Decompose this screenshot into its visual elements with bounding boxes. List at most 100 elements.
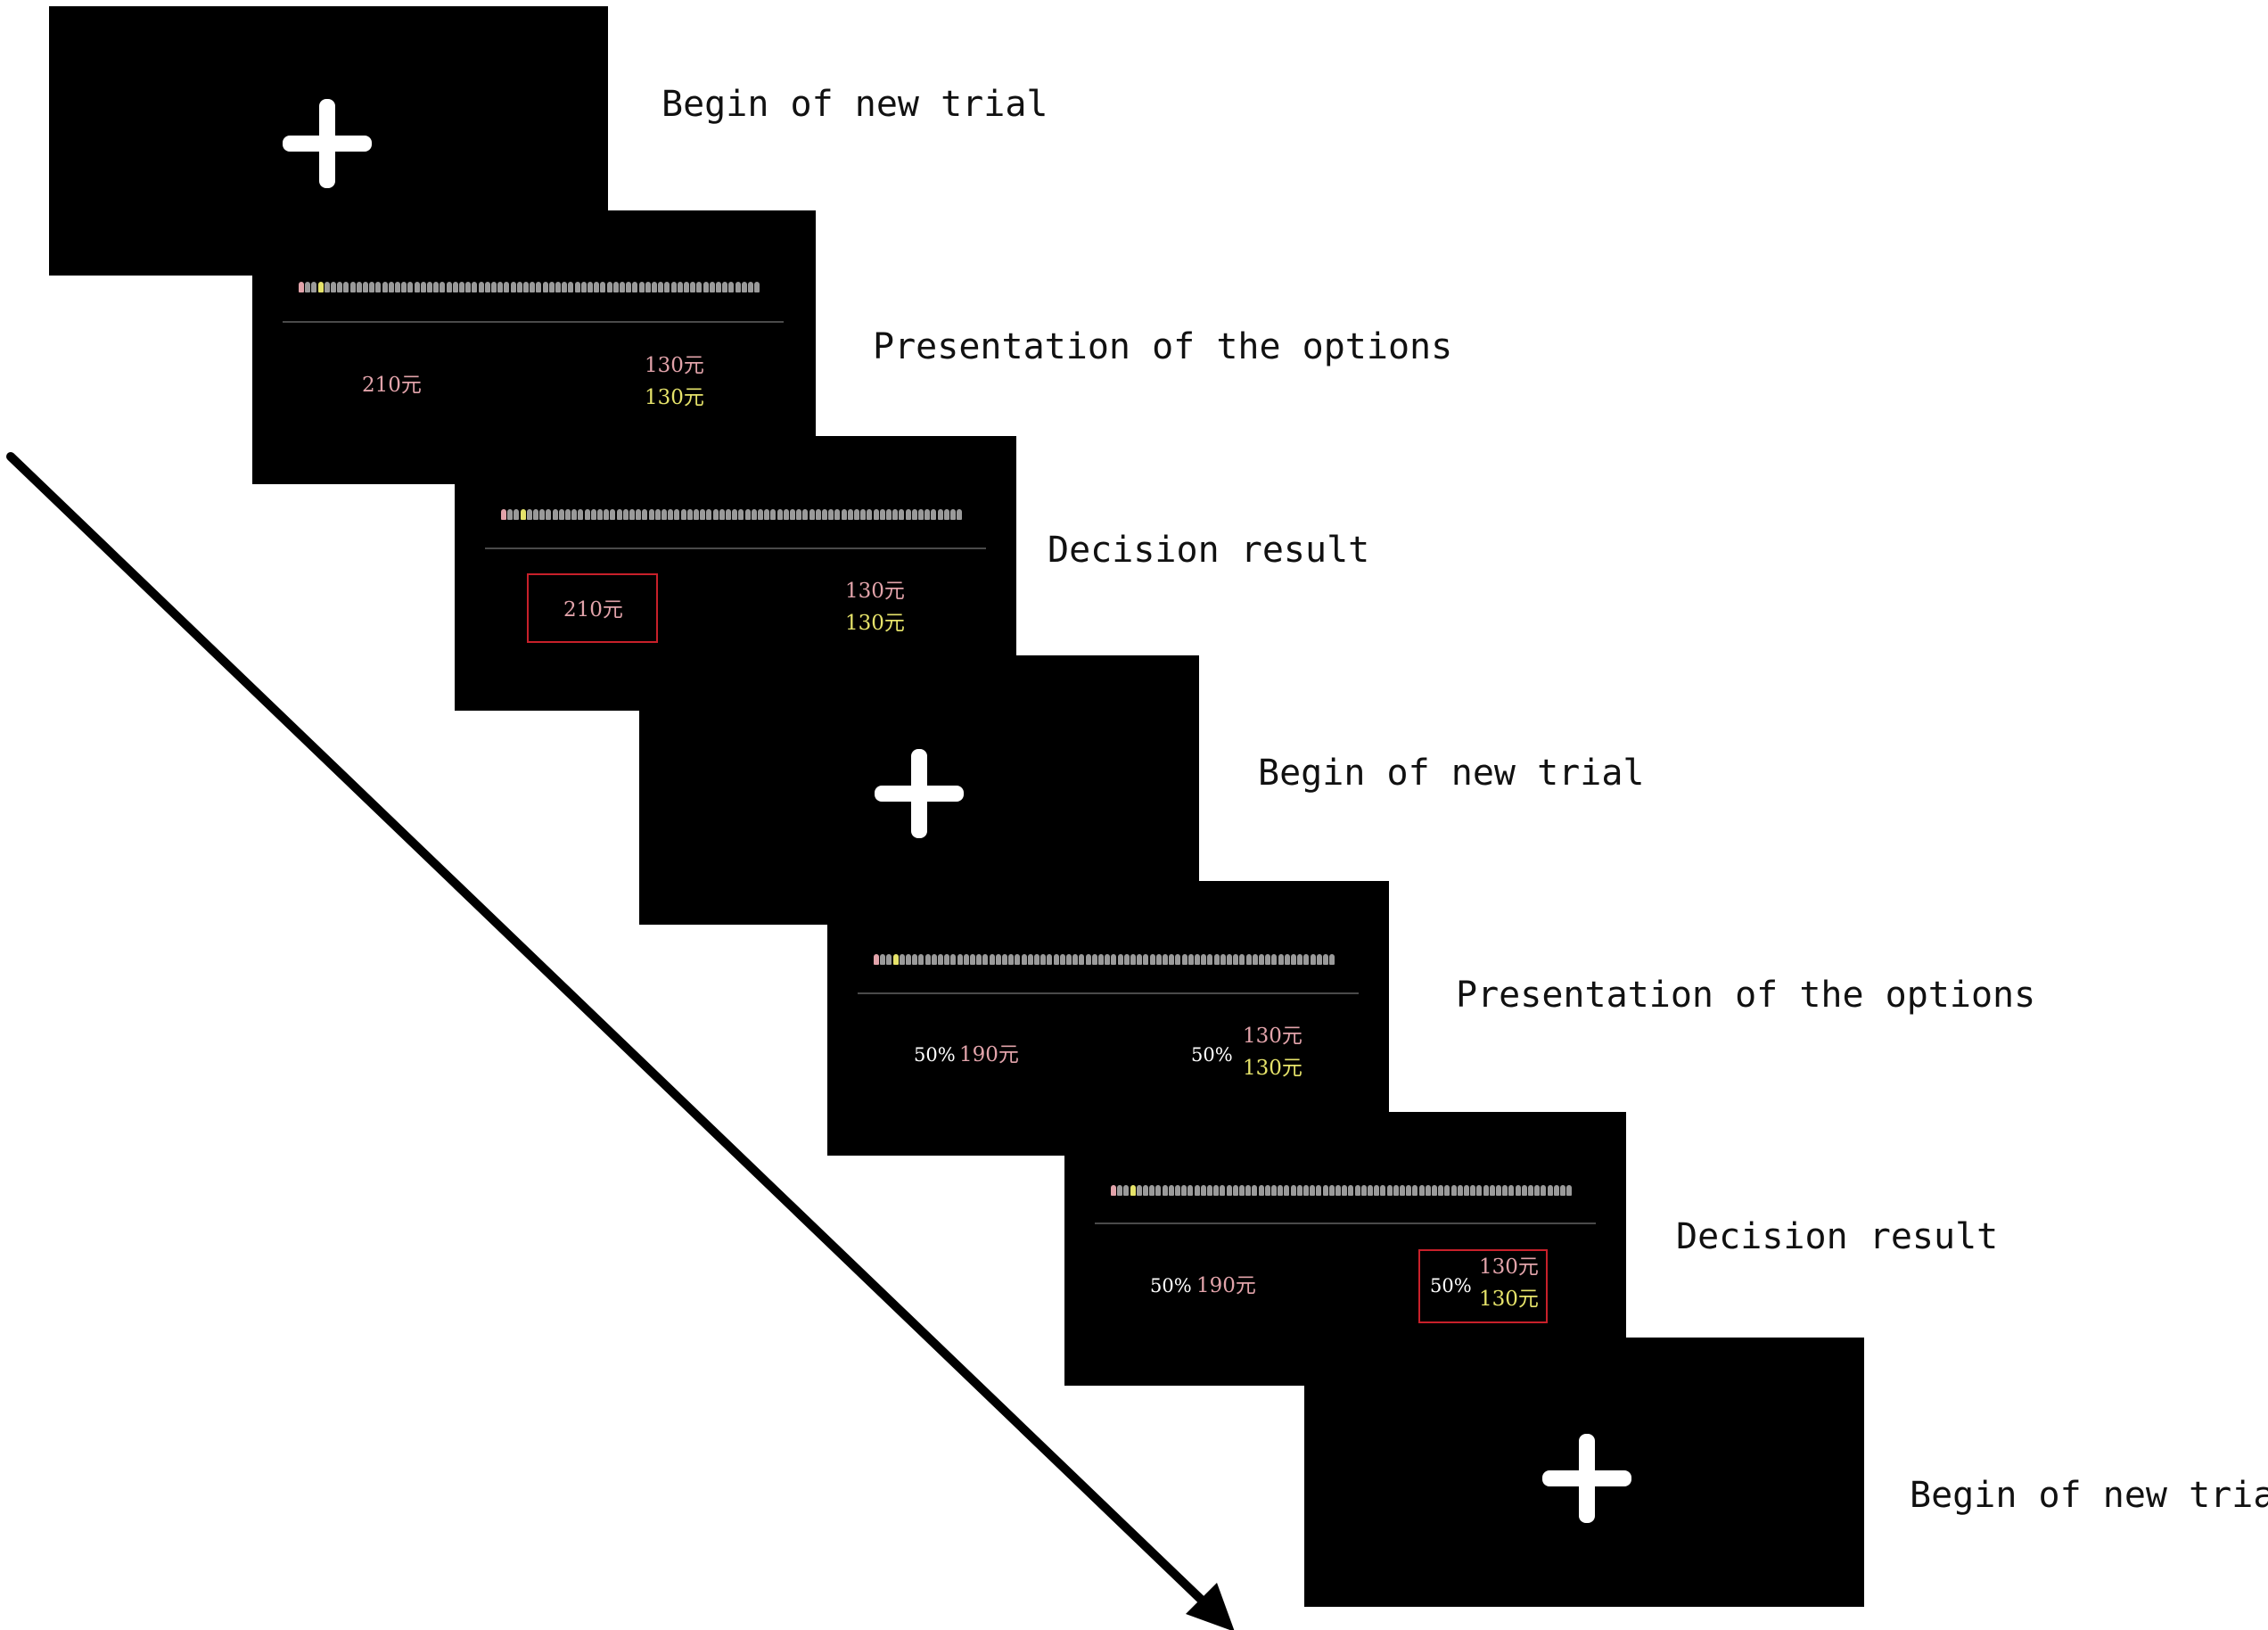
token-row bbox=[299, 282, 767, 292]
token-marker bbox=[738, 509, 744, 520]
token-marker bbox=[1220, 1185, 1226, 1196]
token-marker bbox=[590, 509, 596, 520]
token-marker bbox=[507, 509, 514, 520]
token-marker bbox=[809, 509, 815, 520]
token-marker bbox=[382, 282, 388, 292]
token-marker bbox=[1194, 1185, 1200, 1196]
label-decision-2: Decision result bbox=[1676, 1216, 1999, 1257]
token-marker bbox=[1137, 954, 1143, 965]
token-marker bbox=[995, 954, 1001, 965]
token-marker bbox=[472, 282, 478, 292]
token-marker bbox=[662, 509, 667, 520]
token-marker bbox=[1412, 1185, 1418, 1196]
token-marker bbox=[539, 509, 546, 520]
token-marker bbox=[452, 282, 458, 292]
token-marker bbox=[931, 954, 937, 965]
token-marker bbox=[722, 282, 728, 292]
token-marker bbox=[1534, 1185, 1541, 1196]
token-marker bbox=[414, 282, 420, 292]
divider-line bbox=[858, 992, 1359, 994]
token-marker bbox=[1310, 1185, 1316, 1196]
label-begin-1: Begin of new trial bbox=[662, 84, 1048, 125]
token-marker bbox=[1136, 1185, 1142, 1196]
token-marker bbox=[1187, 1185, 1194, 1196]
token-marker bbox=[632, 282, 638, 292]
token-marker bbox=[626, 282, 632, 292]
token-marker bbox=[1213, 954, 1220, 965]
token-marker bbox=[1271, 954, 1278, 965]
token-marker bbox=[735, 282, 741, 292]
token-marker bbox=[343, 282, 349, 292]
token-marker bbox=[514, 509, 520, 520]
token-marker bbox=[709, 282, 715, 292]
token-marker bbox=[982, 954, 989, 965]
token-marker bbox=[1105, 954, 1111, 965]
token-marker bbox=[1117, 954, 1123, 965]
token-marker bbox=[1163, 954, 1168, 965]
token-marker bbox=[924, 509, 931, 520]
token-row bbox=[874, 954, 1339, 965]
token-marker bbox=[1207, 954, 1213, 965]
token-marker bbox=[783, 509, 789, 520]
right-option-amount-bottom: 130元 bbox=[645, 386, 704, 409]
token-marker bbox=[690, 282, 696, 292]
token-marker bbox=[1259, 954, 1264, 965]
token-marker bbox=[1470, 1185, 1476, 1196]
token-marker bbox=[1290, 1185, 1296, 1196]
token-marker bbox=[1175, 954, 1181, 965]
right-option-amount-top: 130元 bbox=[1479, 1255, 1539, 1279]
token-marker bbox=[1207, 1185, 1212, 1196]
token-marker bbox=[1181, 954, 1187, 965]
token-marker bbox=[670, 282, 677, 292]
token-marker bbox=[924, 954, 931, 965]
token-marker bbox=[937, 509, 943, 520]
token-marker bbox=[645, 282, 651, 292]
token-marker bbox=[1155, 1185, 1162, 1196]
token-marker bbox=[584, 509, 590, 520]
token-marker bbox=[1316, 1185, 1322, 1196]
token-marker bbox=[1278, 1185, 1284, 1196]
token-marker bbox=[546, 509, 552, 520]
right-option-amount-top: 130元 bbox=[645, 354, 704, 377]
token-marker bbox=[728, 282, 735, 292]
right-option-amount-bottom: 130元 bbox=[845, 612, 905, 635]
token-marker bbox=[536, 282, 542, 292]
token-marker bbox=[892, 954, 899, 965]
token-marker bbox=[1322, 1185, 1328, 1196]
token-marker bbox=[440, 282, 446, 292]
right-option-amount-bottom: 130元 bbox=[1479, 1288, 1539, 1311]
left-option-amount: 210元 bbox=[362, 374, 422, 397]
token-marker bbox=[754, 282, 760, 292]
token-marker bbox=[501, 509, 506, 520]
token-marker bbox=[1297, 954, 1303, 965]
token-marker bbox=[1098, 954, 1104, 965]
token-row bbox=[501, 509, 966, 520]
token-marker bbox=[530, 282, 536, 292]
token-marker bbox=[1335, 1185, 1341, 1196]
token-marker bbox=[1091, 954, 1097, 965]
token-marker bbox=[1168, 1185, 1174, 1196]
token-marker bbox=[1418, 1185, 1425, 1196]
token-marker bbox=[1380, 1185, 1386, 1196]
token-marker bbox=[638, 282, 645, 292]
token-marker bbox=[533, 509, 538, 520]
token-marker bbox=[1310, 954, 1316, 965]
label-presentation-2: Presentation of the options bbox=[1456, 975, 2036, 1016]
token-marker bbox=[1360, 1185, 1367, 1196]
token-marker bbox=[751, 509, 757, 520]
token-marker bbox=[834, 509, 841, 520]
token-marker bbox=[1220, 954, 1226, 965]
token-marker bbox=[1034, 954, 1040, 965]
token-marker bbox=[1047, 954, 1053, 965]
token-marker bbox=[636, 509, 642, 520]
token-marker bbox=[1258, 1185, 1264, 1196]
token-marker bbox=[642, 509, 648, 520]
token-marker bbox=[912, 954, 918, 965]
token-marker bbox=[331, 282, 336, 292]
token-marker bbox=[654, 509, 661, 520]
token-marker bbox=[668, 509, 674, 520]
token-marker bbox=[1213, 1185, 1220, 1196]
token-marker bbox=[1278, 954, 1284, 965]
token-marker bbox=[744, 509, 751, 520]
